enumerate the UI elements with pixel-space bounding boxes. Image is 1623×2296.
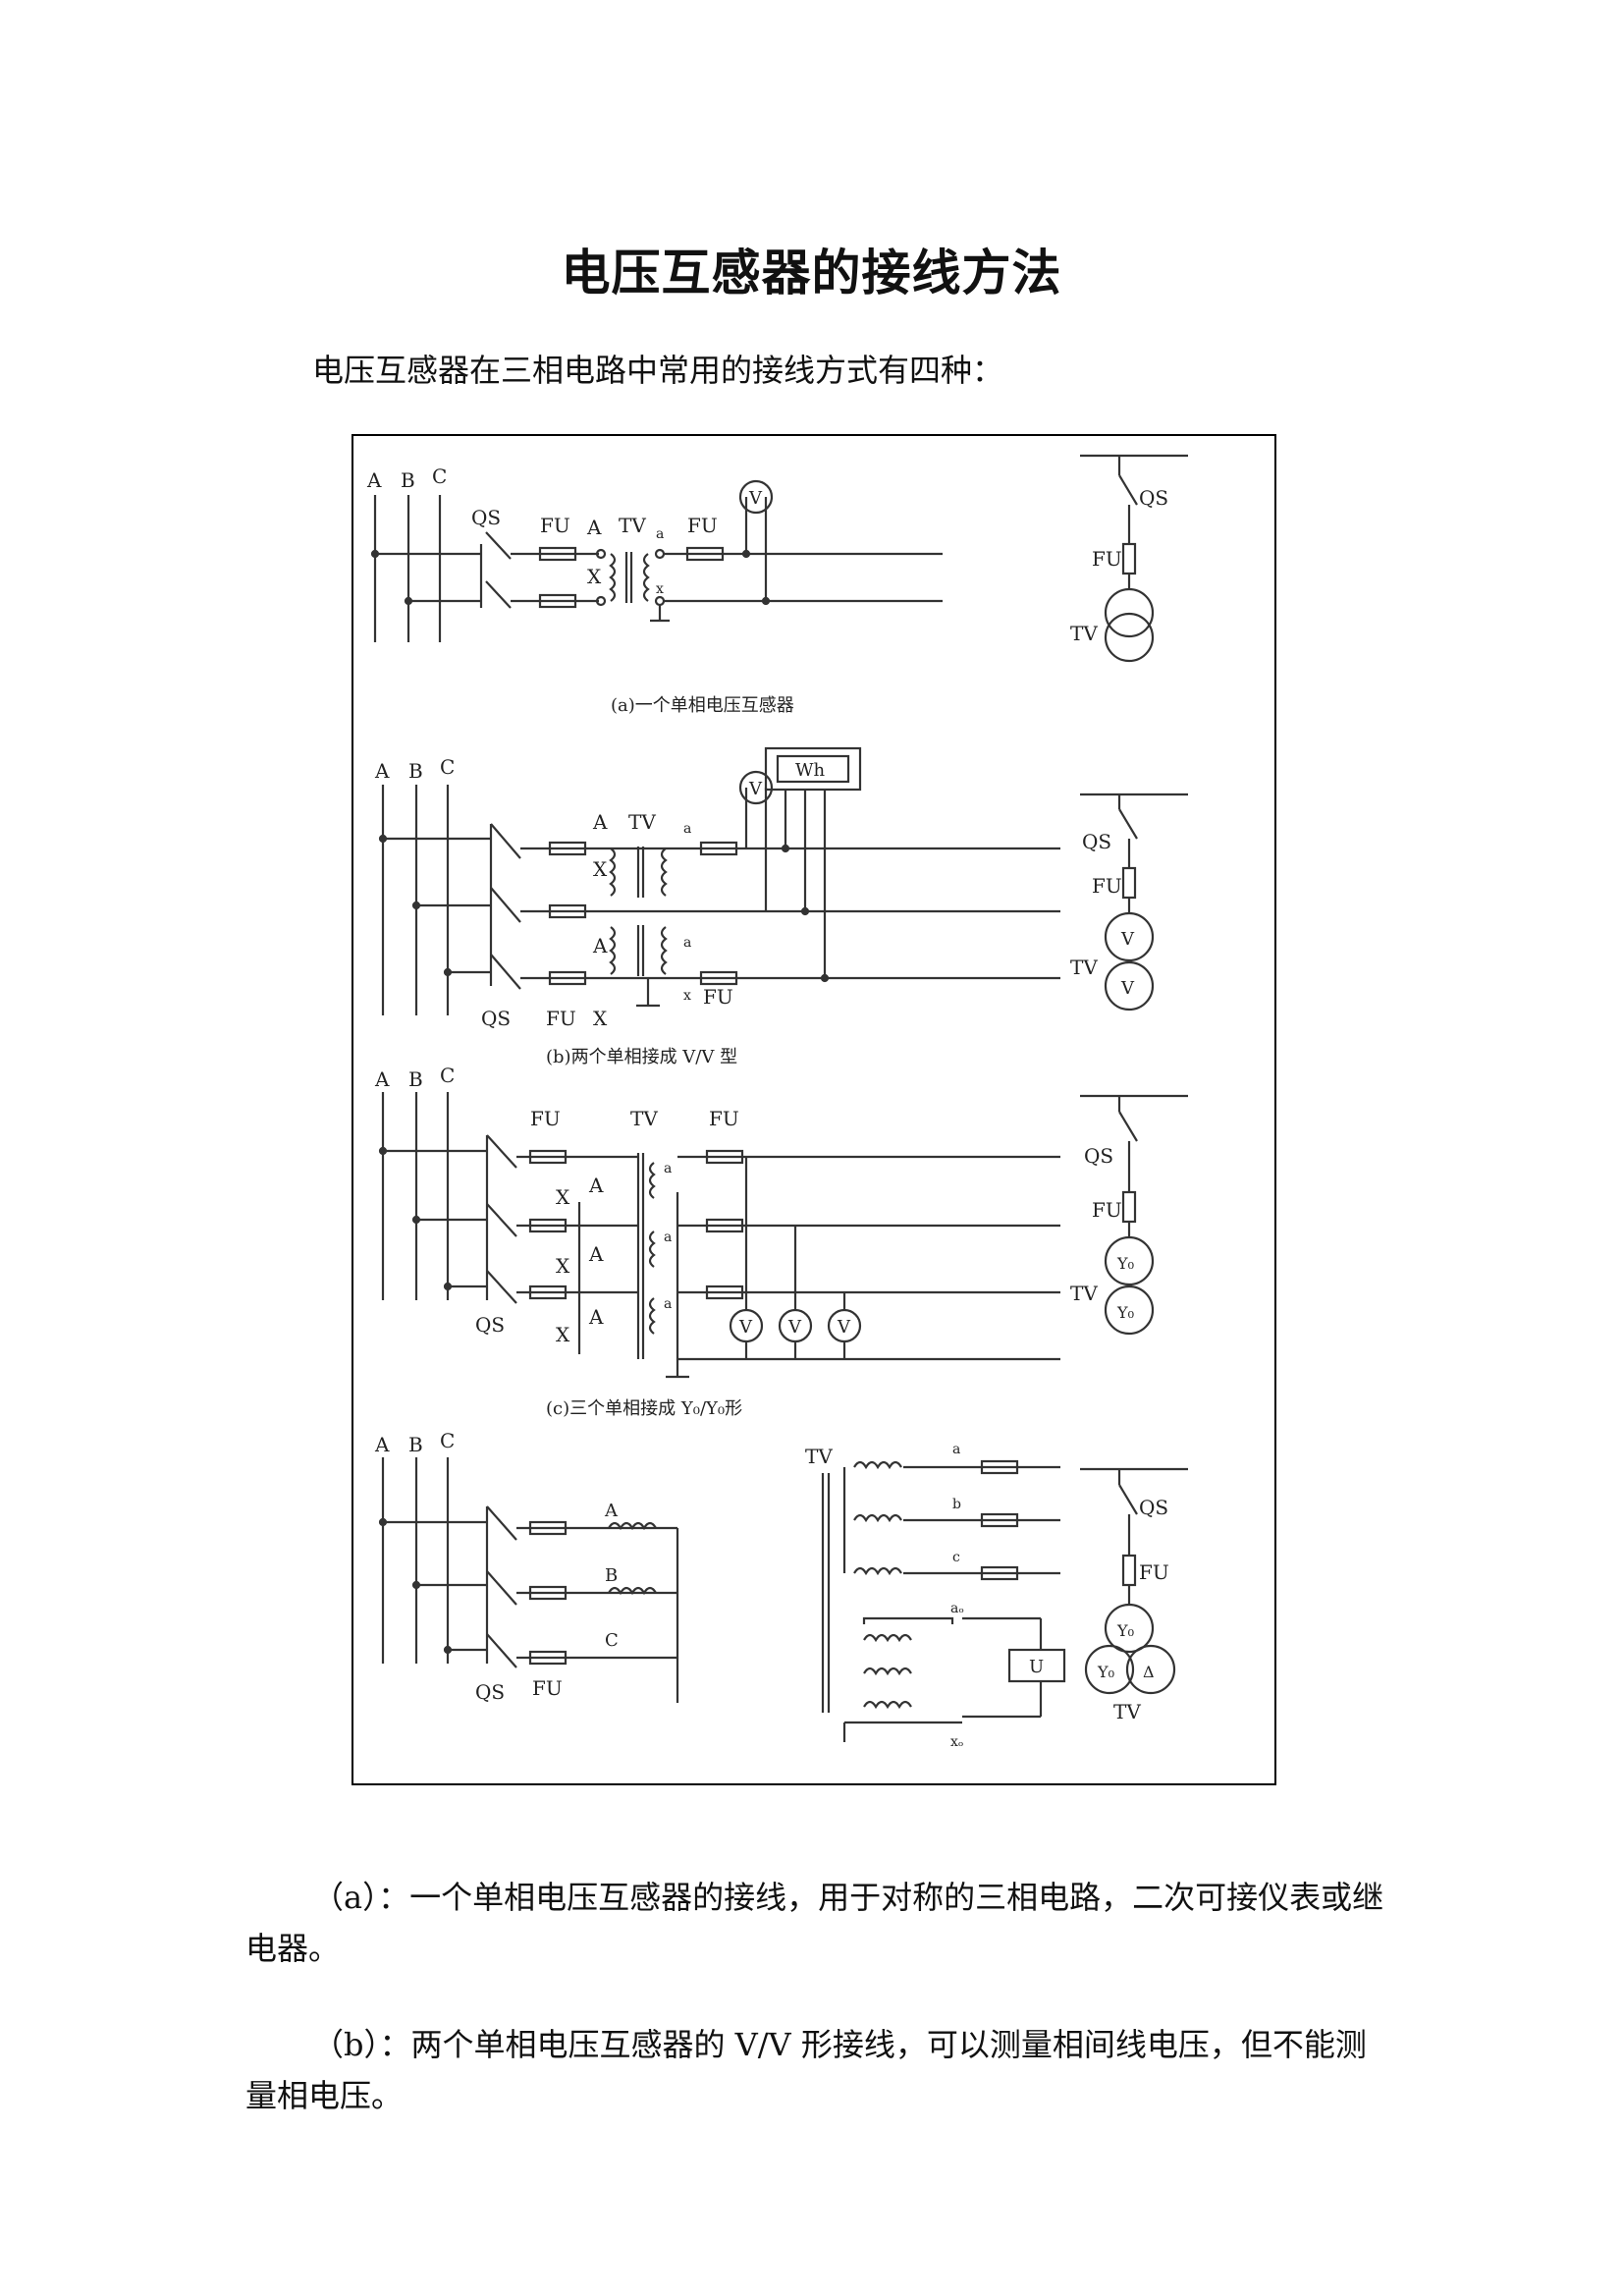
tv-d-a: A bbox=[604, 1501, 619, 1521]
fu-label-c2: FU bbox=[709, 1107, 739, 1130]
fu-label-d-sl: FU bbox=[1139, 1560, 1169, 1584]
tv-secondary-a: a bbox=[656, 526, 664, 542]
diagram-c: A B C QS FU A A A X X X TV a a a FU bbox=[374, 1064, 1188, 1419]
tv-b-a2: A bbox=[592, 934, 608, 957]
tv-d-sa: a bbox=[952, 1442, 960, 1457]
bus-label-c: C bbox=[432, 465, 447, 488]
wiring-diagram: A B C QS FU A X TV a x FU bbox=[366, 454, 1188, 1750]
fu-label-d: FU bbox=[532, 1676, 563, 1700]
qs-label-c-sl: QS bbox=[1084, 1144, 1113, 1168]
tv-b-sa1: a bbox=[683, 821, 691, 837]
bus-label-d-b: B bbox=[408, 1433, 423, 1456]
fu-label-b-sl: FU bbox=[1092, 874, 1122, 898]
tv-c-sa3: a bbox=[664, 1296, 672, 1312]
tv-label-d-sl: TV bbox=[1113, 1700, 1141, 1723]
wiring-diagram-figure: A B C QS FU A X TV a x FU bbox=[352, 434, 1276, 1785]
bus-label-b-c: C bbox=[440, 755, 455, 779]
tv-primary-x: X bbox=[587, 565, 602, 588]
voltmeter-label-b: V bbox=[748, 779, 763, 799]
voltmeter-c2: V bbox=[787, 1317, 802, 1338]
bus-label-d-c: C bbox=[440, 1429, 455, 1452]
qs-label-c: QS bbox=[475, 1313, 505, 1337]
tv-d-c: C bbox=[605, 1630, 619, 1651]
voltmeter-label-a: V bbox=[748, 488, 763, 509]
tv-b-sx: x bbox=[683, 988, 691, 1004]
tv-b-a1: A bbox=[592, 810, 608, 834]
voltmeter-c3: V bbox=[837, 1317, 851, 1338]
wh-meter-label: Wh bbox=[795, 760, 826, 781]
tv-label-a: TV bbox=[619, 514, 646, 537]
sl-c-y2: Y₀ bbox=[1116, 1303, 1134, 1322]
paragraph-a: （a）：一个单相电压互感器的接线，用于对称的三相电路，二次可接仪表或继电器。 bbox=[245, 1879, 1384, 1967]
diagram-a: A B C QS FU A X TV a x FU bbox=[366, 454, 1188, 716]
voltmeter-c1: V bbox=[738, 1317, 753, 1338]
bus-label-d-a: A bbox=[374, 1433, 390, 1456]
fu-label-b2: FU bbox=[703, 985, 733, 1009]
qs-label-d-sl: QS bbox=[1139, 1496, 1168, 1519]
fu-label-c: FU bbox=[530, 1107, 561, 1130]
tv-b-x2: X bbox=[593, 1007, 608, 1030]
fu-label-a2: FU bbox=[687, 514, 718, 537]
tv-label-c-sl: TV bbox=[1070, 1282, 1098, 1305]
tv-d-xd: xₒ bbox=[950, 1734, 963, 1750]
tv-c-a1: A bbox=[588, 1174, 604, 1197]
tv-primary-a: A bbox=[586, 516, 602, 539]
sl-d-y1: Y₀ bbox=[1116, 1621, 1134, 1640]
sl-b-v1: V bbox=[1120, 929, 1135, 950]
page-title: 电压互感器的接线方法 bbox=[561, 244, 1062, 301]
tv-c-sa1: a bbox=[664, 1161, 672, 1176]
tv-b-x1: X bbox=[593, 857, 608, 881]
tv-secondary-x: x bbox=[656, 581, 664, 597]
bus-label-b: B bbox=[401, 468, 415, 492]
diagram-b: A B C QS FU A X A X TV a a x FU bbox=[374, 746, 1188, 1067]
qs-label-a-sl: QS bbox=[1139, 486, 1168, 510]
fu-label-a-sl: FU bbox=[1092, 547, 1122, 571]
bus-label-c-c: C bbox=[440, 1064, 455, 1087]
relay-u-label: U bbox=[1029, 1657, 1044, 1677]
qs-label-a: QS bbox=[471, 506, 501, 529]
bus-label-c-a: A bbox=[374, 1067, 390, 1091]
tv-d-sb: b bbox=[952, 1497, 961, 1512]
bus-label-b-b: B bbox=[408, 759, 423, 783]
tv-label-a-sl: TV bbox=[1070, 622, 1098, 645]
tv-b-sa2: a bbox=[683, 935, 691, 951]
sl-d-y2: Y₀ bbox=[1097, 1663, 1114, 1681]
bus-label-a: A bbox=[366, 468, 382, 492]
diagram-d: A B C QS FU A B C TV a b c bbox=[374, 1429, 1188, 1750]
tv-d-ad: aₒ bbox=[950, 1601, 964, 1616]
tv-c-x2: X bbox=[556, 1254, 570, 1278]
tv-c-sa2: a bbox=[664, 1230, 672, 1245]
tv-c-x1: X bbox=[556, 1185, 570, 1209]
tv-label-d: TV bbox=[805, 1445, 833, 1468]
tv-d-sc: c bbox=[952, 1550, 960, 1565]
tv-c-a2: A bbox=[588, 1242, 604, 1266]
fu-label-c-sl: FU bbox=[1092, 1198, 1122, 1222]
tv-label-c: TV bbox=[630, 1107, 658, 1130]
qs-label-d: QS bbox=[475, 1680, 505, 1704]
tv-label-b: TV bbox=[628, 810, 656, 834]
tv-c-x3: X bbox=[556, 1323, 570, 1346]
tv-d-b: B bbox=[605, 1565, 618, 1586]
fu-label-b: FU bbox=[546, 1007, 576, 1030]
tv-label-b-sl: TV bbox=[1070, 956, 1098, 979]
sl-d-delta: Δ bbox=[1143, 1663, 1155, 1681]
bus-label-b-a: A bbox=[374, 759, 390, 783]
qs-label-b-sl: QS bbox=[1082, 830, 1111, 853]
caption-c: (c)三个单相接成 Y₀/Y₀形 bbox=[546, 1398, 742, 1419]
sl-b-v2: V bbox=[1120, 978, 1135, 999]
paragraph-b: （b）：两个单相电压互感器的 V/V 形接线，可以测量相间线电压，但不能测量相电… bbox=[245, 2026, 1367, 2114]
qs-label-b: QS bbox=[481, 1007, 511, 1030]
tv-c-a3: A bbox=[588, 1305, 604, 1329]
caption-b: (b)两个单相接成 V/V 型 bbox=[546, 1047, 737, 1067]
caption-a: (a)一个单相电压互感器 bbox=[611, 695, 794, 716]
intro-text: 电压互感器在三相电路中常用的接线方式有四种： bbox=[312, 352, 1004, 389]
bus-label-c-b: B bbox=[408, 1067, 423, 1091]
sl-c-y1: Y₀ bbox=[1116, 1254, 1134, 1273]
fu-label-a: FU bbox=[540, 514, 570, 537]
